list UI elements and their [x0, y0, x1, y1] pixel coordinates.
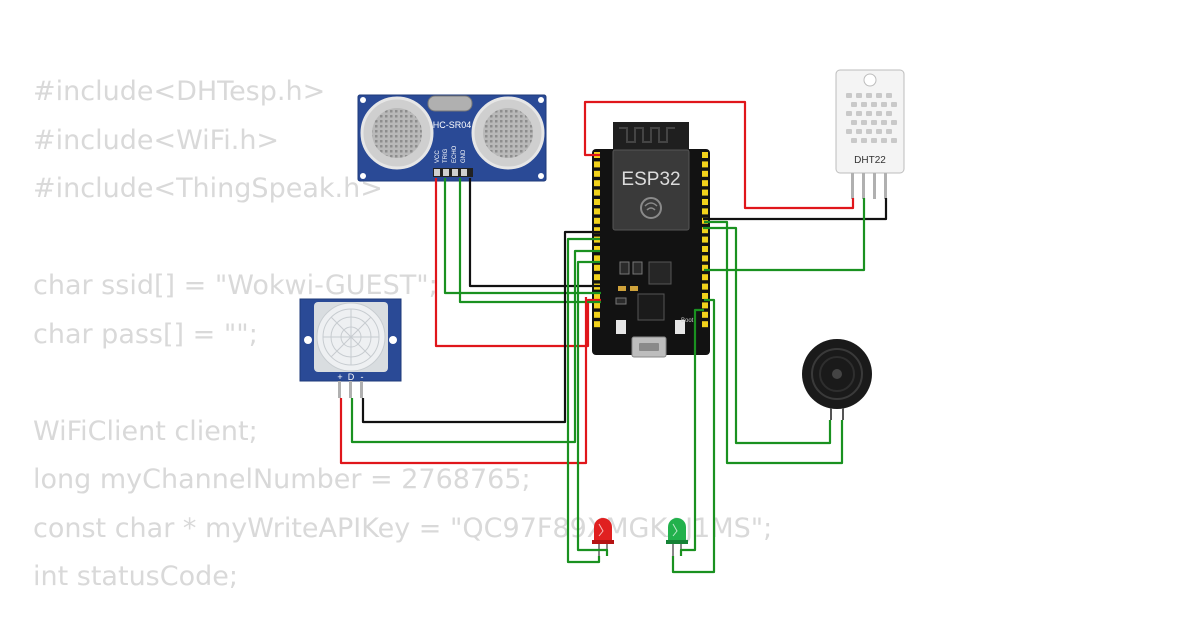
pir-pin-vcc: +	[337, 372, 342, 382]
dht22-vent	[886, 111, 892, 116]
code-line: #include<DHTesp.h>	[33, 76, 326, 107]
dht22-vent	[871, 120, 877, 125]
dht22-vent	[876, 93, 882, 98]
code-line: WiFiClient client;	[33, 415, 258, 447]
dht22-vent	[871, 138, 877, 143]
esp32-label: ESP32	[621, 169, 680, 190]
dht22-vent	[861, 138, 867, 143]
dht22-label: DHT22	[854, 155, 886, 166]
esp32-pin[interactable]	[702, 152, 708, 158]
boot-button-label: Boot	[681, 318, 694, 324]
esp32-pin[interactable]	[702, 264, 708, 271]
hc-sr04-pin-trig: TRIG	[443, 148, 449, 163]
esp32-pin[interactable]	[594, 302, 600, 309]
esp32-pin[interactable]	[702, 293, 708, 299]
esp32-pin[interactable]	[702, 217, 708, 224]
dht22-vent	[886, 93, 892, 98]
esp32-pin[interactable]	[702, 321, 708, 328]
hc-sr04-label: HC-SR04	[433, 120, 472, 130]
dht22-vent	[846, 93, 852, 98]
code-line: int statusCode;	[33, 561, 238, 592]
esp32-pin[interactable]	[702, 227, 708, 234]
code-line: char pass[] = "";	[33, 318, 258, 350]
esp32-devkit-board[interactable]: ESP32 Boot	[592, 122, 710, 358]
hc-sr04-ultrasonic-sensor[interactable]: HC-SR04 VCC TRIG ECHO GND	[357, 94, 547, 182]
esp32-pin[interactable]	[702, 189, 708, 196]
hc-sr04-pin-vcc: VCC	[435, 150, 441, 163]
dht22-vent	[881, 120, 887, 125]
esp32-pin[interactable]	[594, 274, 600, 281]
esp32-pin[interactable]	[594, 199, 600, 205]
esp32-pin[interactable]	[594, 264, 600, 271]
dht22-vent	[866, 111, 872, 116]
dht22-vent	[886, 129, 892, 134]
esp32-pin[interactable]	[594, 180, 600, 187]
esp32-pin[interactable]	[702, 274, 708, 281]
dht22-vent	[856, 111, 862, 116]
dht22-vent	[871, 102, 877, 107]
esp32-pin[interactable]	[702, 208, 708, 215]
dht22-sensor[interactable]: DHT22	[835, 69, 905, 199]
dht22-vent	[851, 102, 857, 107]
dht22-vent	[881, 138, 887, 143]
hc-sr04-pin-gnd: GND	[461, 149, 467, 163]
pir-pin-data: D	[348, 372, 355, 382]
code-line: char ssid[] = "Wokwi-GUEST";	[33, 270, 438, 301]
dht22-vent	[856, 129, 862, 134]
esp32-pin[interactable]	[594, 189, 600, 196]
esp32-pin[interactable]	[702, 161, 708, 168]
dht22-vent	[851, 120, 857, 125]
esp32-pin[interactable]	[594, 208, 600, 215]
dht22-vent	[891, 120, 897, 125]
piezo-buzzer[interactable]	[802, 339, 872, 420]
dht22-vent	[866, 93, 872, 98]
dht22-vent	[876, 129, 882, 134]
esp32-pin[interactable]	[702, 199, 708, 205]
esp32-pin[interactable]	[594, 321, 600, 328]
dht22-vent	[856, 93, 862, 98]
esp32-pin[interactable]	[702, 180, 708, 187]
code-line: long myChannelNumber = 2768765;	[33, 464, 531, 495]
esp32-pin[interactable]	[594, 311, 600, 318]
esp32-pin[interactable]	[702, 283, 708, 290]
dht22-vent	[851, 138, 857, 143]
esp32-pin[interactable]	[594, 170, 600, 177]
pir-motion-sensor[interactable]: + D -	[299, 298, 402, 398]
esp32-pin[interactable]	[594, 293, 600, 299]
pir-pin-gnd: -	[361, 372, 364, 382]
dht22-vent	[876, 111, 882, 116]
esp32-pin[interactable]	[702, 311, 708, 318]
esp32-pin[interactable]	[594, 227, 600, 234]
esp32-pin[interactable]	[594, 246, 600, 252]
dht22-vent	[861, 120, 867, 125]
code-line: #include<ThingSpeak.h>	[33, 173, 383, 204]
dht22-vent	[891, 102, 897, 107]
esp32-pin[interactable]	[702, 236, 708, 243]
dht22-vent	[846, 129, 852, 134]
dht22-vent	[861, 102, 867, 107]
esp32-pin[interactable]	[702, 170, 708, 177]
esp32-pin[interactable]	[594, 255, 600, 262]
dht22-vent	[866, 129, 872, 134]
wires	[339, 100, 888, 574]
esp32-pin[interactable]	[702, 246, 708, 252]
esp32-pin[interactable]	[702, 302, 708, 309]
dht22-vent	[891, 138, 897, 143]
background-code-listing: #include<DHTesp.h> #include<WiFi.h> #inclu…	[33, 68, 772, 602]
dht22-vent	[881, 102, 887, 107]
code-line: #include<WiFi.h>	[33, 124, 280, 156]
dht22-vent	[846, 111, 852, 116]
esp32-pin[interactable]	[594, 217, 600, 224]
espressif-logo-icon	[640, 197, 662, 219]
esp32-pin[interactable]	[594, 161, 600, 168]
esp32-pin[interactable]	[702, 255, 708, 262]
hc-sr04-pin-echo: ECHO	[452, 145, 458, 163]
